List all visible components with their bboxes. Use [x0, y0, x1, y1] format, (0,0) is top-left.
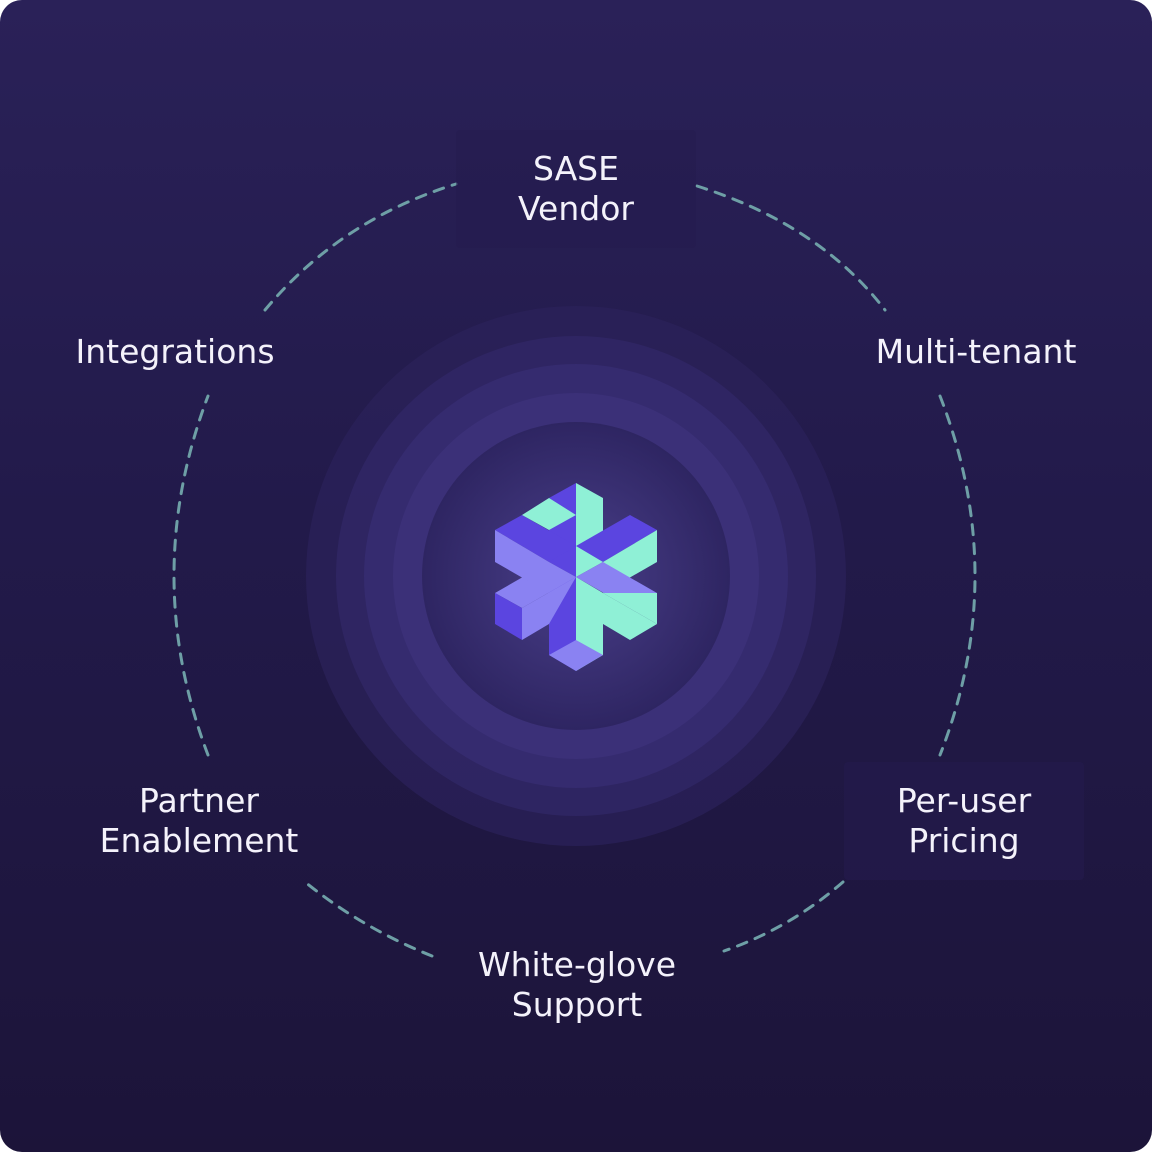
- node-backdrop: [844, 762, 1084, 880]
- ring-arc-sase-to-multitenant: [695, 184, 887, 312]
- node-partner-enablement: Partner Enablement: [100, 781, 299, 861]
- node-label-line: Enablement: [99, 821, 299, 860]
- node-label-line: SASE: [533, 149, 619, 188]
- ring-arc-peruser-to-whiteglove: [722, 880, 845, 953]
- node-backdrop: [456, 130, 696, 248]
- node-label-line: Per-user: [896, 781, 1032, 820]
- node-label-line: Partner: [139, 781, 259, 820]
- node-sase-vendor: SASE Vendor: [518, 149, 634, 229]
- node-white-glove-support: White-glove Support: [478, 945, 676, 1025]
- node-label-line: White-glove: [478, 945, 676, 984]
- node-label-line: Vendor: [518, 189, 634, 228]
- node-per-user-pricing: Per-user Pricing: [897, 781, 1031, 861]
- node-label-line: Integrations: [75, 332, 275, 371]
- ring-arc-whiteglove-to-partner: [303, 880, 434, 958]
- ring-arc-integrations-to-sase: [263, 182, 458, 312]
- node-integrations: Integrations: [75, 332, 274, 372]
- node-label-line: Pricing: [908, 821, 1020, 860]
- ring-arc-multitenant-to-peruser: [938, 394, 977, 757]
- node-label-line: Support: [511, 985, 643, 1024]
- node-label-line: Multi-tenant: [875, 332, 1077, 371]
- node-multi-tenant: Multi-tenant: [876, 332, 1077, 372]
- ring-arc-partner-to-integrations: [172, 394, 210, 757]
- dashed-ring: [172, 182, 977, 958]
- snowflake-cube-logo-icon: [495, 483, 657, 671]
